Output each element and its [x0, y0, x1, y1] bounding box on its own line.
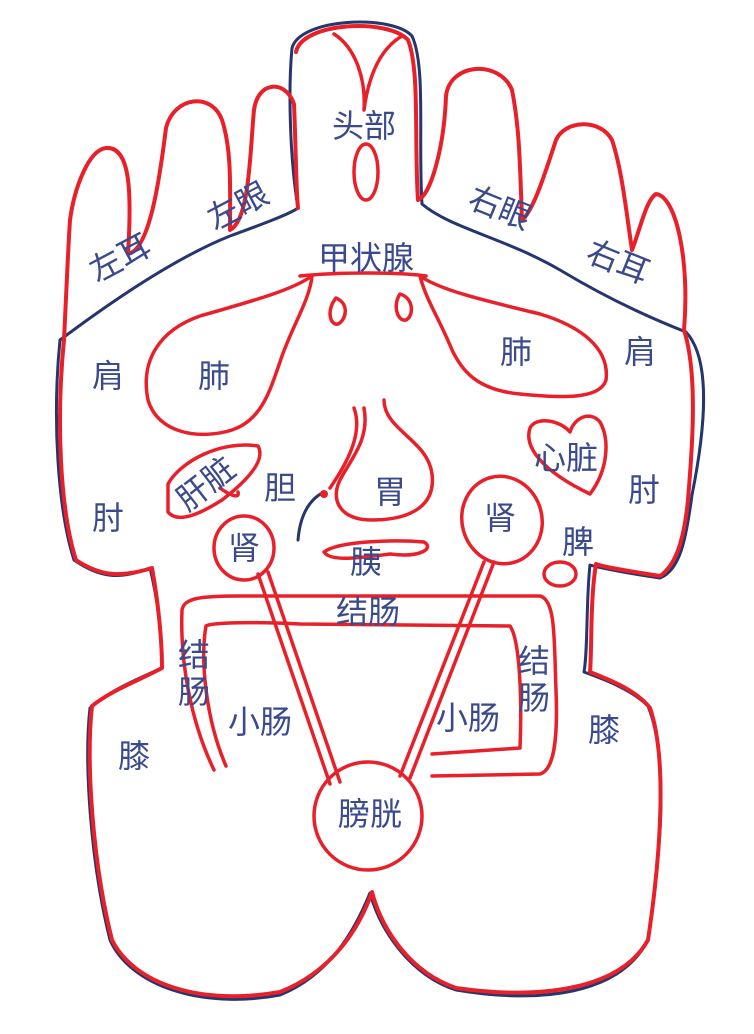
label-stomach: 胃 — [374, 476, 406, 508]
label-thyroid: 甲状腺 — [318, 242, 414, 274]
spleen-shape — [544, 562, 576, 586]
label-lung-left: 肺 — [198, 360, 230, 392]
label-gallbladder: 胆 — [264, 472, 296, 504]
label-spleen: 脾 — [562, 526, 594, 558]
head-division — [334, 34, 402, 110]
label-heart: 心脏 — [534, 442, 598, 474]
label-head: 头部 — [332, 110, 396, 142]
label-elbow-left: 肘 — [92, 502, 124, 534]
label-pancreas: 胰 — [350, 546, 382, 578]
ureter-left-2 — [268, 572, 340, 782]
label-shoulder-right: 肩 — [624, 336, 656, 368]
label-colon-right-char2: 肠 — [518, 680, 550, 717]
label-colon-transverse: 结肠 — [336, 596, 400, 628]
ureter-left — [258, 574, 330, 784]
thyroid-right — [396, 294, 411, 320]
ureter-right — [400, 562, 484, 776]
gall-dot — [320, 490, 328, 498]
label-elbow-right: 肘 — [628, 474, 660, 506]
label-shoulder-left: 肩 — [92, 360, 124, 392]
label-colon-right-char1: 结 — [518, 643, 550, 680]
lung-left — [146, 276, 312, 434]
label-colon-left-char2: 肠 — [178, 674, 210, 711]
label-bladder: 膀胱 — [338, 798, 402, 830]
label-knee-left: 膝 — [118, 740, 150, 772]
label-small-intestine-left: 小肠 — [228, 706, 292, 738]
label-knee-right: 膝 — [588, 714, 620, 746]
label-small-intestine-right: 小肠 — [436, 702, 500, 734]
label-kidney-left: 肾 — [228, 532, 260, 564]
label-colon-left-char1: 结 — [178, 637, 210, 674]
label-lung-right: 肺 — [500, 336, 532, 368]
colon-inner — [204, 623, 521, 766]
label-colon-right: 结 肠 — [518, 643, 550, 717]
gall-duct — [298, 492, 324, 540]
label-kidney-right: 肾 — [484, 502, 516, 534]
head-oval — [354, 144, 378, 200]
thyroid-left — [330, 298, 345, 324]
label-colon-left: 结 肠 — [178, 637, 210, 711]
